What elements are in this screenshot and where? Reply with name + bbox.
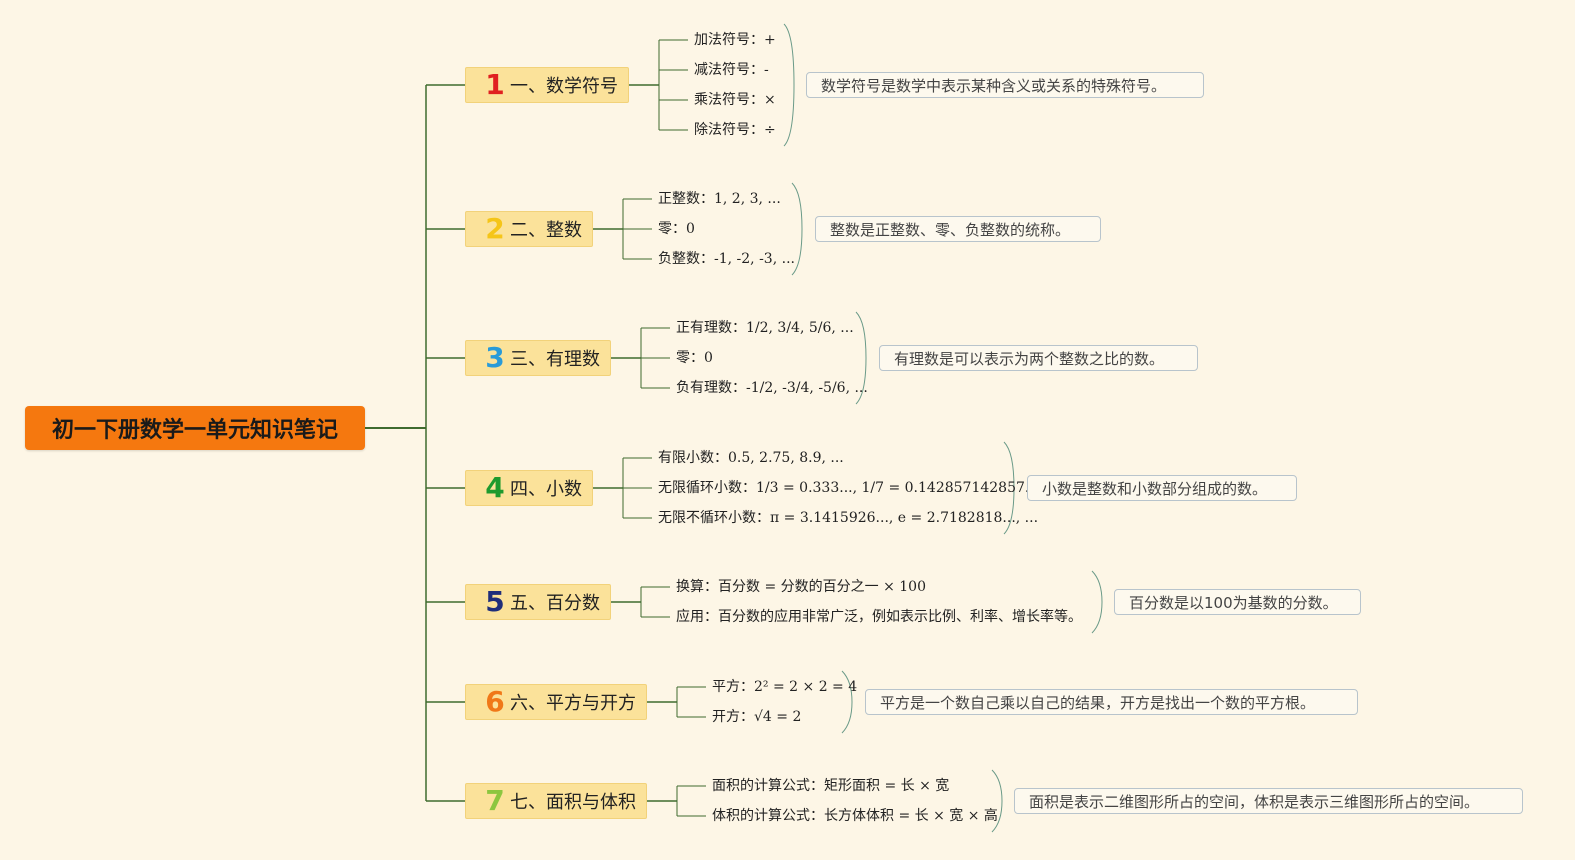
item-2-2[interactable]: 零：0 [658, 221, 695, 237]
item-3-3[interactable]: 负有理数：-1/2, -3/4, -5/6, ... [676, 380, 868, 396]
topic-number-6: 6 [485, 685, 505, 718]
item-2-1[interactable]: 正整数：1, 2, 3, ... [658, 191, 781, 207]
summary-brace-5 [1091, 570, 1103, 634]
item-7-2[interactable]: 体积的计算公式：长方体体积 = 长 × 宽 × 高 [712, 808, 998, 824]
topic-label-5: 五、百分数 [510, 593, 600, 614]
topic-label-1: 一、数学符号 [510, 76, 618, 97]
topic-number-5: 5 [485, 585, 505, 618]
item-5-2[interactable]: 应用：百分数的应用非常广泛，例如表示比例、利率、增长率等。 [676, 609, 1082, 625]
summary-box-3[interactable]: 有理数是可以表示为两个整数之比的数。 [879, 345, 1198, 371]
topic-number-7: 7 [485, 784, 505, 817]
topic-number-3: 3 [485, 341, 505, 374]
summary-box-5[interactable]: 百分数是以100为基数的分数。 [1114, 589, 1361, 615]
summary-box-4[interactable]: 小数是整数和小数部分组成的数。 [1027, 475, 1297, 501]
summary-brace-6 [841, 670, 853, 734]
item-1-1[interactable]: 加法符号：+ [694, 32, 776, 48]
item-3-2[interactable]: 零：0 [676, 350, 713, 366]
topic-label-3: 三、有理数 [510, 349, 600, 370]
summary-box-6[interactable]: 平方是一个数自己乘以自己的结果，开方是找出一个数的平方根。 [865, 689, 1358, 715]
topic-label-4: 四、小数 [510, 479, 582, 500]
topic-number-1: 1 [485, 68, 505, 101]
item-4-2[interactable]: 无限循环小数：1/3 = 0.333..., 1/7 = 0.142857142… [658, 480, 1061, 496]
item-4-1[interactable]: 有限小数：0.5, 2.75, 8.9, ... [658, 450, 844, 466]
item-1-3[interactable]: 乘法符号：× [694, 92, 776, 108]
topic-number-2: 2 [485, 212, 505, 245]
item-1-4[interactable]: 除法符号：÷ [694, 122, 776, 138]
summary-box-1[interactable]: 数学符号是数学中表示某种含义或关系的特殊符号。 [806, 72, 1204, 98]
root-node[interactable]: 初一下册数学一单元知识笔记 [25, 406, 365, 450]
summary-box-2[interactable]: 整数是正整数、零、负整数的统称。 [815, 216, 1101, 242]
summary-box-7[interactable]: 面积是表示二维图形所占的空间，体积是表示三维图形所占的空间。 [1014, 788, 1523, 814]
item-5-1[interactable]: 换算：百分数 = 分数的百分之一 × 100 [676, 579, 926, 595]
root-title: 初一下册数学一单元知识笔记 [51, 418, 338, 443]
item-1-2[interactable]: 减法符号：- [694, 62, 769, 78]
summary-brace-7 [991, 769, 1003, 833]
topic-label-2: 二、整数 [510, 220, 582, 241]
item-3-1[interactable]: 正有理数：1/2, 3/4, 5/6, ... [676, 320, 854, 336]
summary-brace-1 [783, 23, 795, 147]
item-6-1[interactable]: 平方：2² = 2 × 2 = 4 [712, 679, 858, 695]
item-6-2[interactable]: 开方：√4 = 2 [712, 709, 802, 725]
summary-brace-2 [791, 182, 803, 276]
item-4-3[interactable]: 无限不循环小数：π = 3.1415926..., e = 2.7182818.… [658, 510, 1039, 526]
summary-brace-4 [1003, 441, 1015, 535]
topic-label-7: 七、面积与体积 [510, 792, 636, 813]
item-2-3[interactable]: 负整数：-1, -2, -3, ... [658, 251, 795, 267]
topic-number-4: 4 [485, 471, 505, 504]
item-7-1[interactable]: 面积的计算公式：矩形面积 = 长 × 宽 [712, 778, 950, 794]
topic-label-6: 六、平方与开方 [510, 693, 636, 714]
summary-brace-3 [855, 311, 867, 405]
